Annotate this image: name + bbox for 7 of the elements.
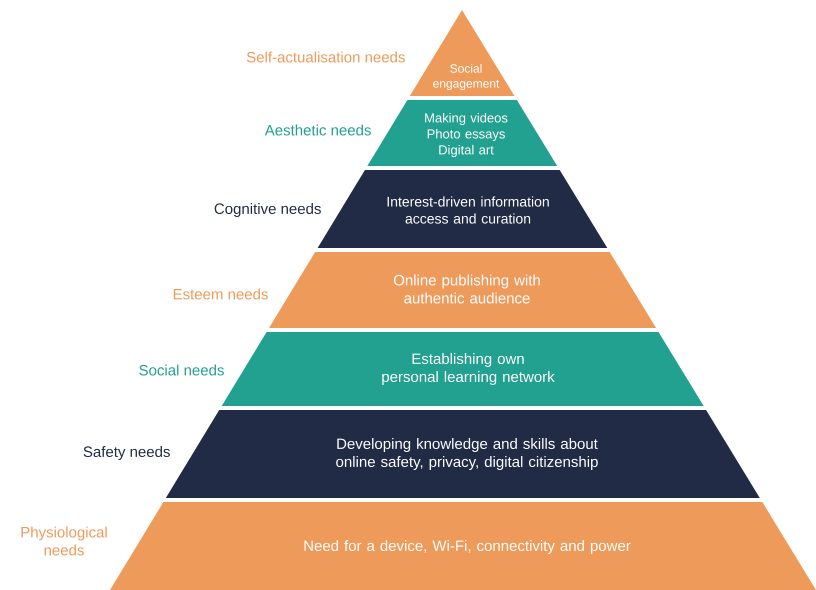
- pyramid-band: Need for a device, Wi-Fi, connectivity and power: [110, 502, 816, 590]
- level-label: Physiological needs: [21, 526, 107, 556]
- pyramid-band: Online publishing with authentic audience: [269, 252, 656, 328]
- pyramid-band: Social engagement: [410, 10, 514, 96]
- level-label: Esteem needs: [174, 288, 268, 300]
- level-label: Self-actualisation needs: [246, 52, 405, 62]
- level-label: Social needs: [139, 364, 224, 376]
